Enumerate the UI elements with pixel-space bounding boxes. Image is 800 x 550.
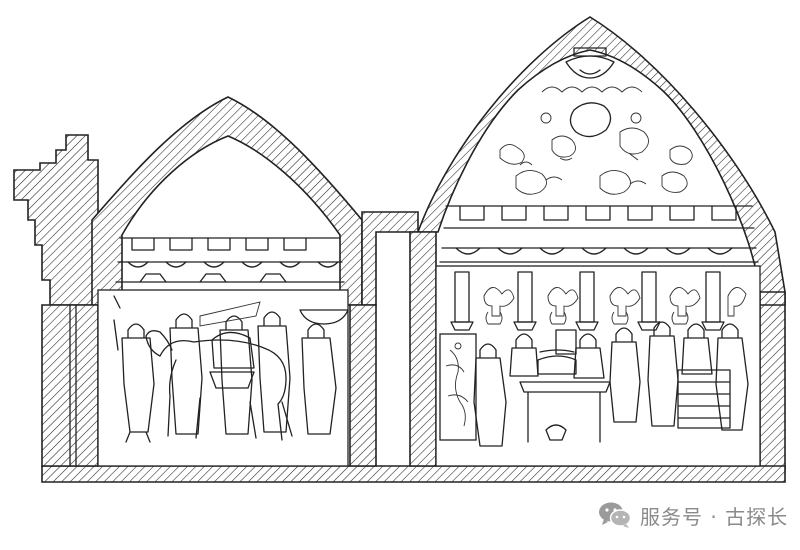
- right-dome-vault: [416, 16, 786, 471]
- horse-figure: [145, 330, 293, 441]
- right-chamber: [435, 47, 761, 467]
- right-dome-stepped-edge: [759, 291, 786, 306]
- ceiling-lotus-and-flowers: [499, 47, 693, 195]
- left-chamber: [69, 237, 349, 467]
- watermark-text: 服务号 · 古探长: [640, 504, 789, 529]
- right-bracket-frieze: [439, 205, 759, 263]
- left-bracket-frieze: [115, 237, 345, 283]
- banquet-scene: [473, 321, 749, 447]
- wechat-icon: [599, 502, 632, 528]
- flower-vases: [483, 287, 747, 325]
- watermark: 服务号 · 古探长: [598, 500, 788, 530]
- horse-and-attendants-mural: [113, 295, 349, 443]
- phoenix-screen: [439, 333, 477, 441]
- left-dome-vault: [91, 96, 363, 306]
- left-stepped-cornice: [13, 134, 99, 306]
- right-chamber-left-pier: [409, 231, 437, 467]
- left-mural-panel: [97, 289, 349, 467]
- hanging-tablets: [450, 271, 725, 331]
- floor-slab: [41, 465, 786, 483]
- middle-pier: [349, 304, 377, 467]
